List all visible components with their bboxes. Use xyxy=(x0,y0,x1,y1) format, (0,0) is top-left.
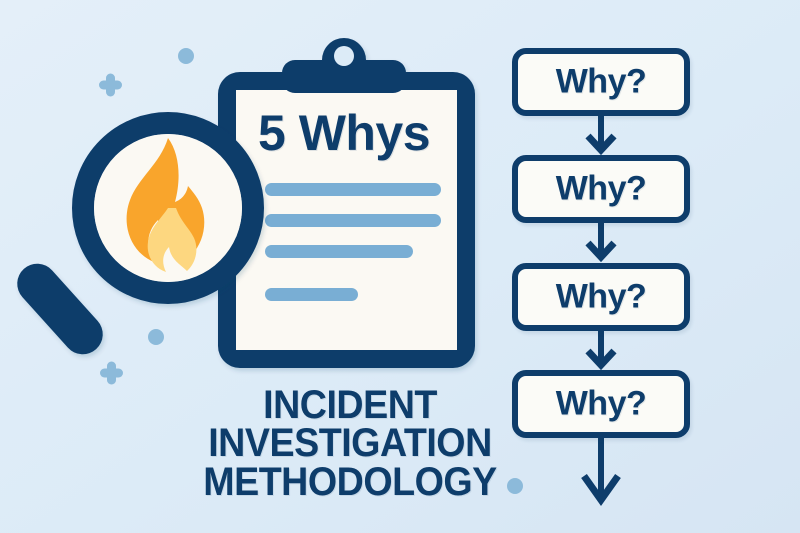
flow-step-label-1: Why? xyxy=(555,62,647,101)
flow-step-box-1[interactable]: Why? xyxy=(512,48,690,116)
clipboard-title: 5 Whys xyxy=(258,105,431,161)
clipboard-line-1 xyxy=(265,183,441,196)
clipboard-clip-hole xyxy=(334,46,354,66)
clipboard-line-4 xyxy=(265,288,358,301)
page-title-line-1: INCIDENT xyxy=(263,383,437,427)
clipboard-line-2 xyxy=(265,214,441,227)
magnifier-ring xyxy=(72,112,264,304)
dot-mid-left xyxy=(148,329,164,345)
dot-bottom-center xyxy=(507,478,523,494)
down-arrow-icon-4 xyxy=(581,438,621,507)
flow-step-box-2[interactable]: Why? xyxy=(512,155,690,223)
clipboard-text-lines xyxy=(265,183,441,301)
flow-step-label-4: Why? xyxy=(555,384,647,423)
flow-connectors xyxy=(581,116,621,507)
down-arrow-icon-1 xyxy=(585,116,617,156)
decorative-marks xyxy=(99,48,523,494)
page-title-line-2: INVESTIGATION xyxy=(208,421,492,466)
flow-step-label-2: Why? xyxy=(555,169,647,208)
magnifying-glass-icon xyxy=(17,112,264,355)
flow-step-box-4[interactable]: Why? xyxy=(512,370,690,438)
flow-step-label-3: Why? xyxy=(555,277,647,316)
flow-step-box-3[interactable]: Why? xyxy=(512,263,690,331)
down-arrow-icon-2 xyxy=(585,223,617,263)
dot-top-left xyxy=(178,48,194,64)
flame-icon xyxy=(126,138,205,272)
page-title: INCIDENT INVESTIGATION METHODOLOGY xyxy=(162,383,538,504)
page-title-line-3: METHODOLOGY xyxy=(203,459,497,504)
plus-top-left xyxy=(99,73,122,97)
down-arrow-icon-3 xyxy=(585,331,617,371)
flame-inner xyxy=(147,208,197,272)
magnifier-handle xyxy=(17,263,103,355)
plus-bottom-left xyxy=(100,361,123,385)
clipboard-line-3 xyxy=(265,245,413,258)
